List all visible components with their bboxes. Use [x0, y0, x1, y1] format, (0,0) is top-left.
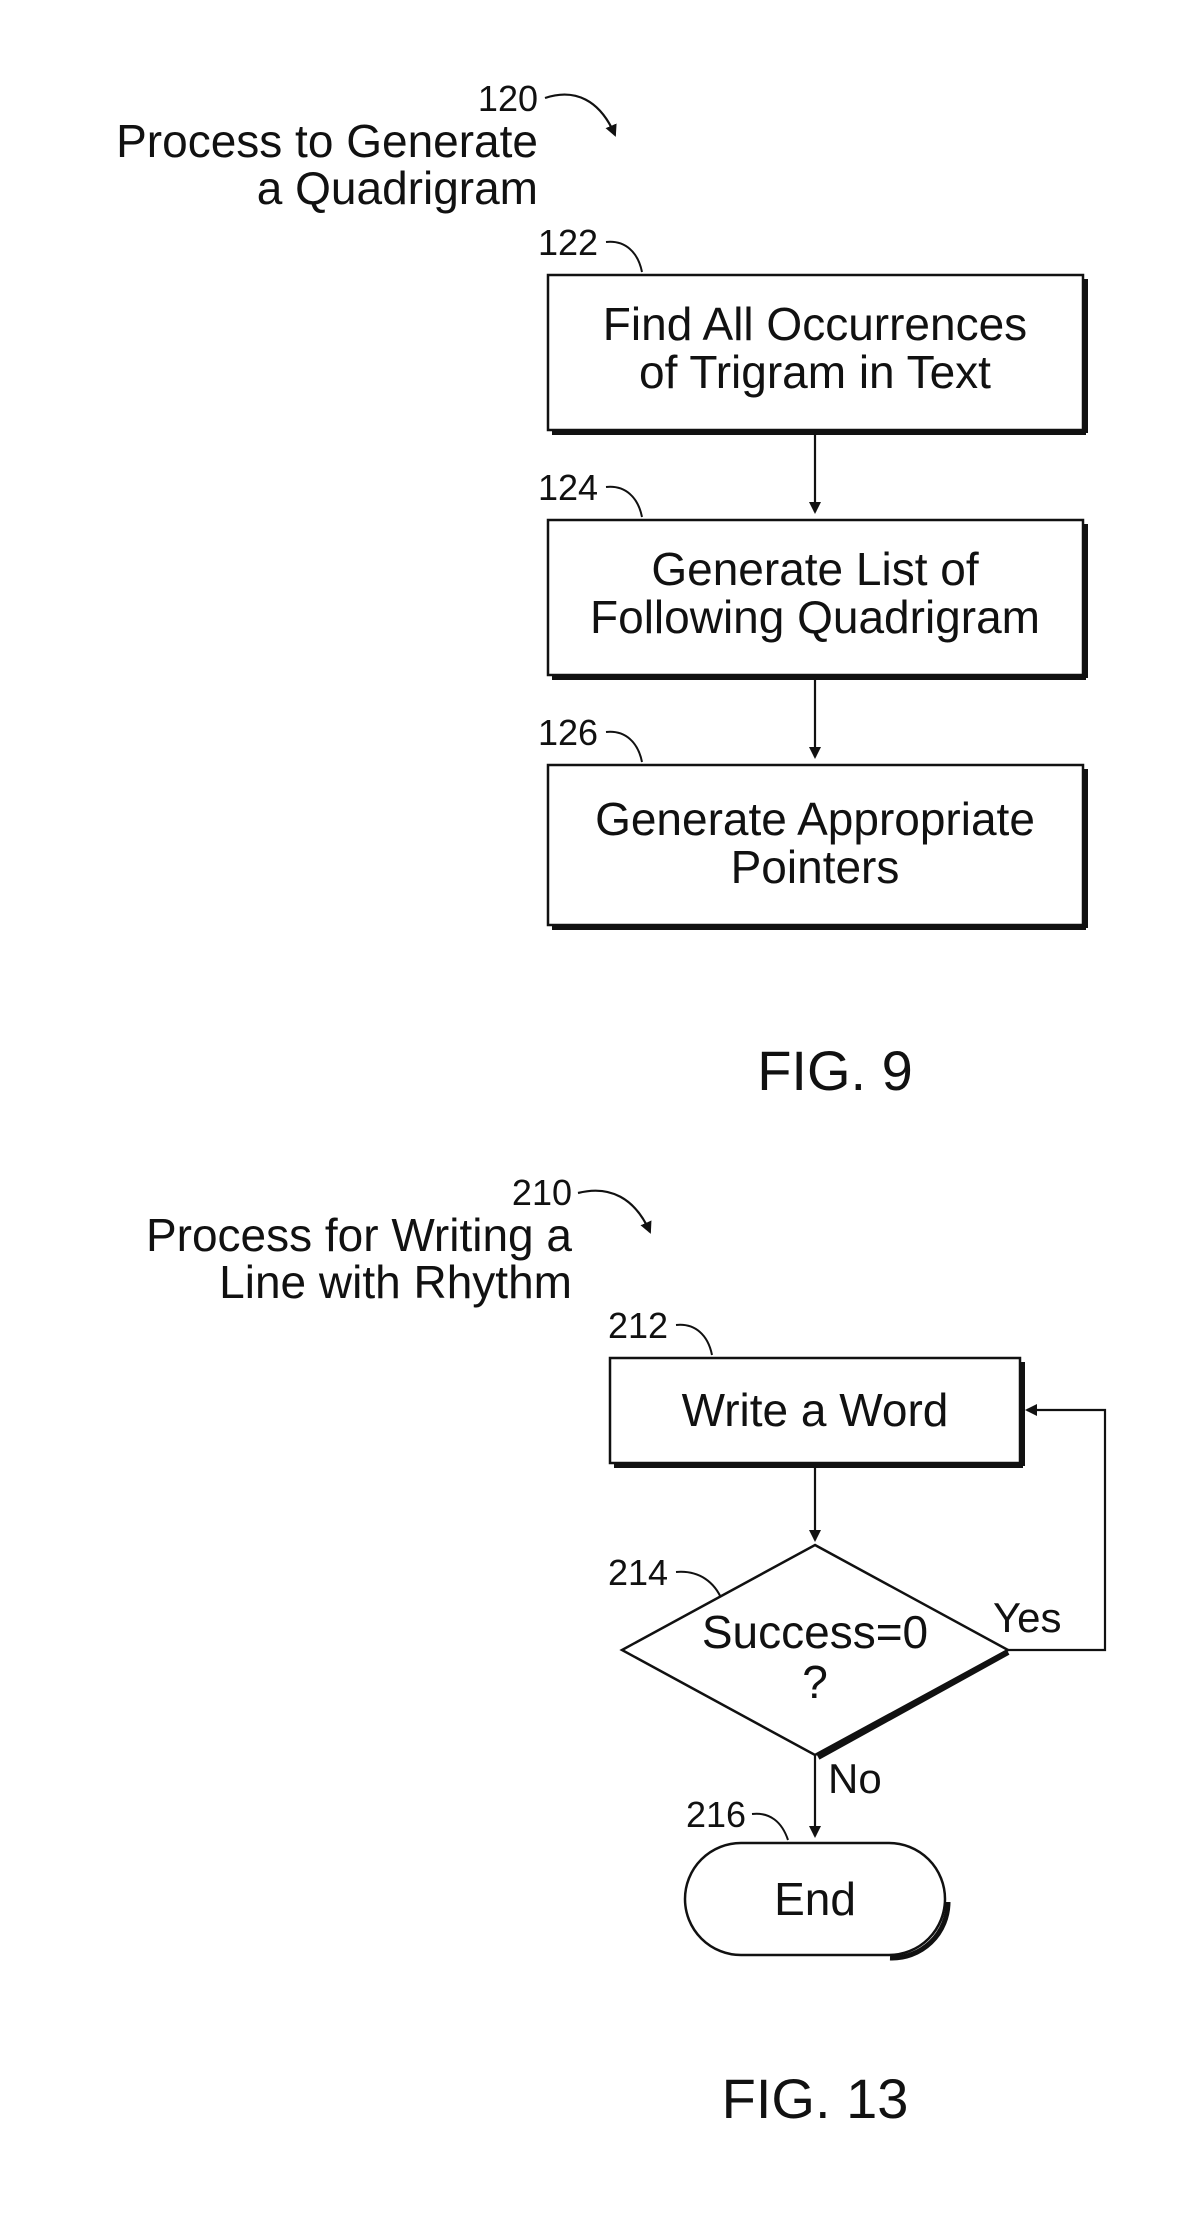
fig13-decision-text-line1: Success=0 — [702, 1606, 928, 1658]
fig9-step1-text-line1: Find All Occurrences — [603, 298, 1027, 350]
fig9-step2-text-line2: Following Quadrigram — [590, 591, 1040, 643]
fig13-end-leader — [751, 1812, 789, 1841]
fig9-step2-ref: 124 — [538, 467, 598, 508]
fig9-step3-text-line2: Pointers — [731, 841, 900, 893]
fig13-end-shadow — [889, 1901, 951, 1961]
fig13-write-text: Write a Word — [682, 1384, 949, 1436]
fig9-title-line1: Process to Generate — [116, 115, 538, 167]
fig13-diagram: 210 Process for Writing a Line with Rhyt… — [146, 1172, 1107, 2130]
fig9-diagram: 120 Process to Generate a Quadrigram 122… — [116, 78, 1088, 1102]
fig9-title-line2: a Quadrigram — [257, 162, 538, 214]
fig9-step3-ref: 126 — [538, 712, 598, 753]
fig13-title-line2: Line with Rhythm — [219, 1256, 572, 1308]
fig13-write-leader — [675, 1323, 713, 1356]
fig13-end-terminal — [683, 1841, 947, 1957]
fig9-step3-box — [546, 763, 1085, 927]
fig13-decision-text-line2: ? — [802, 1656, 828, 1708]
fig13-title-line1: Process for Writing a — [146, 1209, 572, 1261]
fig9-step2-leader — [605, 485, 643, 518]
fig13-end-text: End — [774, 1873, 856, 1925]
fig9-step1-text-line2: of Trigram in Text — [639, 346, 991, 398]
fig9-step2-box — [546, 518, 1085, 677]
fig9-step1-leader — [605, 240, 643, 273]
fig13-caption: FIG. 13 — [722, 2067, 909, 2130]
fig9-step1-box — [546, 273, 1085, 432]
fig9-step3-text-line1: Generate Appropriate — [595, 793, 1035, 845]
fig13-decision-ref: 214 — [608, 1552, 668, 1593]
fig9-ref-arrow — [544, 93, 617, 137]
fig13-decision-leader — [675, 1570, 723, 1601]
fig9-caption: FIG. 9 — [757, 1039, 913, 1102]
fig9-step1-ref: 122 — [538, 222, 598, 263]
fig13-yes-label: Yes — [993, 1594, 1062, 1641]
fig13-write-ref: 212 — [608, 1305, 668, 1346]
fig13-write-box — [608, 1356, 1022, 1465]
fig13-decision-shadow — [816, 1649, 1010, 1760]
fig9-step3-leader — [605, 730, 643, 763]
fig13-end-ref: 216 — [686, 1794, 746, 1835]
fig13-ref-label: 210 — [512, 1172, 572, 1213]
fig13-no-label: No — [828, 1755, 882, 1802]
fig13-ref-arrow — [577, 1189, 652, 1234]
fig9-ref-label: 120 — [478, 78, 538, 119]
fig13-yes-loop-arrow — [1008, 1404, 1107, 1652]
fig9-step2-text-line1: Generate List of — [651, 543, 979, 595]
